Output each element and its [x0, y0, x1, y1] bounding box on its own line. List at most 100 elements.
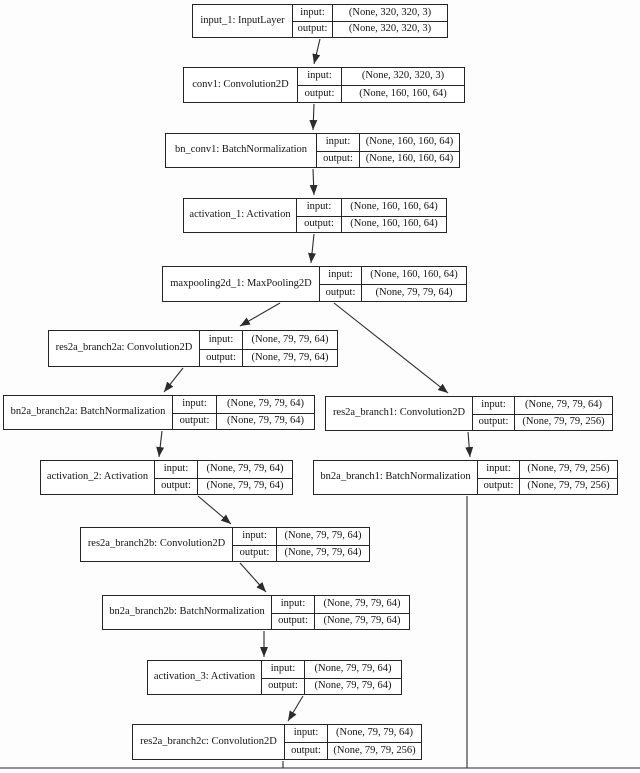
input-row: input: (None, 79, 79, 64): [473, 397, 612, 414]
output-shape-value: (None, 320, 320, 3): [333, 21, 447, 37]
output-label: output:: [233, 544, 277, 561]
input-label: input:: [272, 596, 315, 613]
layer-name-label: bn_conv1: BatchNormalization: [166, 134, 317, 167]
output-shape-value: (None, 79, 79, 64): [217, 412, 314, 430]
io-shape-table: input:(None, 79, 79, 64)output:(None, 79…: [173, 396, 314, 429]
output-shape-value: (None, 79, 79, 64): [305, 677, 401, 695]
output-label: output:: [262, 677, 305, 694]
output-shape-value: (None, 160, 160, 64): [342, 215, 446, 233]
output-row: output:(None, 79, 79, 64): [200, 348, 337, 367]
io-shape-table: input:(None, 79, 79, 64)output:(None, 79…: [233, 528, 369, 561]
input-label: input:: [478, 461, 520, 478]
input-shape-value: (None, 320, 320, 3): [361, 70, 445, 82]
io-shape-table: input:(None, 79, 79, 64)output:(None, 79…: [200, 331, 337, 366]
output-row: output:(None, 79, 79, 64): [272, 612, 409, 629]
output-shape-value: (None, 79, 79, 64): [362, 284, 466, 301]
input-label: input:: [298, 68, 342, 85]
output-label: output:: [298, 85, 342, 102]
output-row: output:(None, 160, 160, 64): [297, 215, 446, 233]
output-row: output:(None, 79, 79, 256): [478, 477, 617, 495]
output-shape-value: (None, 160, 160, 64): [342, 85, 464, 102]
output-label: output:: [173, 412, 217, 429]
input-row: input: (None, 160, 160, 64): [317, 134, 459, 151]
output-shape-value: (None, 79, 79, 64): [243, 348, 337, 367]
input-label: input:: [317, 134, 360, 151]
layer-name-label: activation_1: Activation: [184, 199, 297, 232]
io-shape-table: input:(None, 79, 79, 64)output:(None, 79…: [262, 661, 401, 694]
input-shape-value: (None, 320, 320, 3): [348, 6, 432, 18]
input-shape-value: (None, 79, 79, 64): [227, 398, 304, 409]
output-shape-value: (None, 79, 79, 64): [277, 544, 369, 562]
edge-maxpooling2d_1-to-res2a_branch1: [333, 302, 449, 394]
output-row: output:(None, 320, 320, 3): [293, 21, 447, 37]
input-row: input:(None, 160, 160, 64): [320, 267, 466, 284]
output-shape-value: (None, 79, 79, 256): [515, 413, 612, 431]
output-label: output:: [285, 742, 328, 759]
edge-res2a_branch1-to-bn2a_branch1: [465, 431, 474, 458]
output-row: output:(None, 79, 79, 64): [155, 477, 292, 494]
input-row: input: (None, 79, 79, 64): [200, 331, 337, 349]
input-row: input: (None, 79, 79, 64): [233, 528, 369, 545]
input-label: input:: [293, 5, 333, 21]
layer-name-label: res2a_branch2b: Convolution2D: [81, 528, 233, 561]
input-label: input:: [473, 397, 515, 414]
input-shape-value: (None, 79, 79, 64): [251, 333, 329, 345]
input-label: input:: [262, 661, 305, 678]
output-shape-value: (None, 160, 160, 64): [360, 150, 459, 168]
layer-name-label: res2a_branch1: Convolution2D: [326, 397, 473, 430]
input-label: input:: [285, 725, 328, 742]
layer-name-label: res2a_branch2a: Convolution2D: [49, 331, 200, 366]
io-shape-table: input:(None, 79, 79, 64)output:(None, 79…: [285, 725, 421, 759]
input-shape-value: (None, 79, 79, 64): [284, 530, 362, 541]
io-shape-table: input:(None, 79, 79, 64)output:(None, 79…: [155, 461, 292, 494]
input-row: input:(None, 79, 79, 64): [262, 661, 401, 678]
output-row: output:(None, 79, 79, 256): [473, 413, 612, 431]
edge-conv1-to-bn_conv1: [309, 103, 318, 131]
io-shape-table: input:(None, 160, 160, 64)output:(None, …: [297, 199, 446, 232]
layer-name-label: conv1: Convolution2D: [184, 68, 298, 102]
layer-name-label: maxpooling2d_1: MaxPooling2D: [163, 267, 320, 301]
edge-activation_3-to-res2a_branch2c: [287, 695, 304, 722]
layer-name-label: activation_2: Activation: [41, 461, 155, 494]
input-label: input:: [320, 267, 362, 284]
output-label: output:: [317, 150, 360, 167]
output-label: output:: [200, 348, 243, 366]
edge-activation_1-to-maxpooling2d_1: [308, 233, 317, 264]
edge-res2a_branch2a-to-bn2a_branch2a: [163, 367, 184, 393]
layer-name-label: input_1: InputLayer: [193, 5, 293, 37]
io-shape-table: input:(None, 320, 320, 3)output:(None, 3…: [293, 5, 447, 37]
input-row: input: (None, 320, 320, 3): [298, 68, 464, 85]
input-shape-value: (None, 79, 79, 64): [525, 399, 602, 410]
output-row: output:(None, 79, 79, 64): [262, 677, 401, 695]
input-label: input:: [233, 528, 277, 545]
input-label: input:: [200, 331, 243, 349]
layer-name-label: bn2a_branch2a: BatchNormalization: [4, 396, 173, 429]
layer-name-label: res2a_branch2c: Convolution2D: [133, 725, 285, 759]
edge-res2a_branch2b-to-bn2a_branch2b: [239, 562, 267, 593]
input-row: input:(None, 79, 79, 64): [155, 461, 292, 478]
input-label: input:: [173, 396, 217, 413]
output-label: output:: [297, 215, 342, 232]
input-row: input: (None, 320, 320, 3): [293, 5, 447, 21]
output-shape-value: (None, 79, 79, 256): [520, 477, 617, 495]
input-shape-value: (None, 160, 160, 64): [365, 136, 454, 147]
input-shape-value: (None, 79, 79, 256): [527, 463, 610, 474]
output-label: output:: [293, 21, 333, 37]
edge-maxpooling2d_1-to-res2a_branch2a: [239, 302, 281, 327]
io-shape-table: input:(None, 160, 160, 64)output:(None, …: [317, 134, 459, 167]
io-shape-table: input:(None, 79, 79, 256)output:(None, 7…: [478, 461, 617, 494]
